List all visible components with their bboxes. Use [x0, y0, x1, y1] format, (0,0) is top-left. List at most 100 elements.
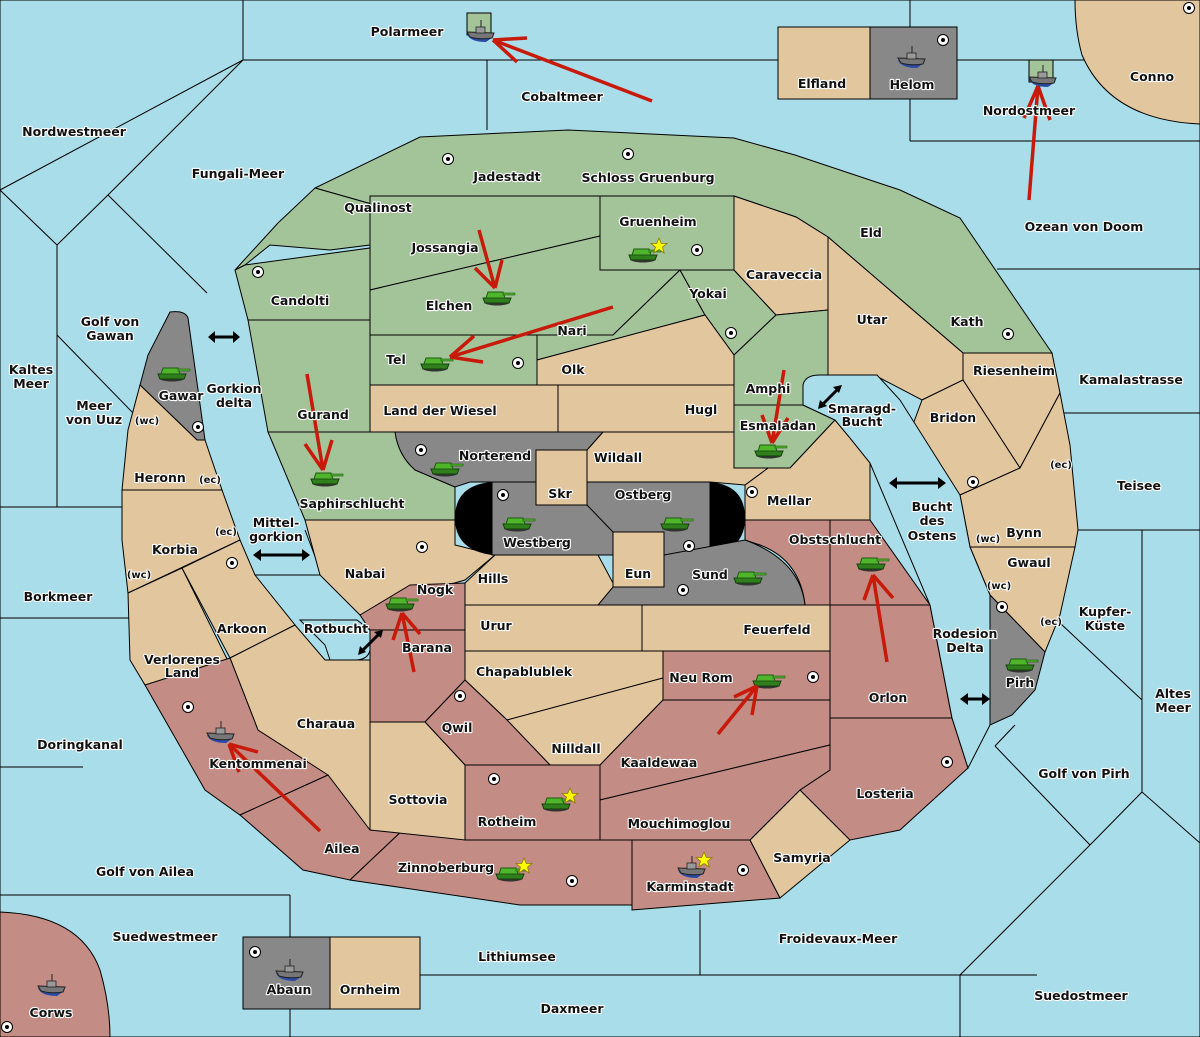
label-froidevaux-meer: Froidevaux-Meer: [779, 931, 898, 946]
label-polarmeer: Polarmeer: [371, 24, 445, 39]
label-arkoon: Arkoon: [217, 621, 267, 636]
label-qualinost: Qualinost: [344, 200, 411, 215]
label-golf-von-ailea: Golf von Ailea: [96, 864, 194, 879]
coast-label-wc: (wc): [135, 416, 159, 427]
label-teisee: Teisee: [1117, 478, 1161, 493]
label-jadestadt: Jadestadt: [472, 169, 540, 184]
label-nordostmeer: Nordostmeer: [983, 103, 1076, 118]
label-mittelgorkion-1: Mittel-: [253, 515, 300, 530]
label-hills: Hills: [478, 571, 509, 586]
label-orlon: Orlon: [869, 690, 908, 705]
label-chapablublek: Chapablublek: [476, 664, 573, 679]
label-caraveccia: Caraveccia: [746, 267, 822, 282]
label-kaltes-meer-1: Kaltes: [9, 362, 53, 377]
label-golf-von-gawan-2: Gawan: [86, 328, 134, 343]
label-gorkion-delta-1: Gorkion: [206, 381, 261, 396]
label-kentommenai: Kentommenai: [209, 756, 307, 771]
label-lithiumsee: Lithiumsee: [478, 949, 556, 964]
label-nordwestmeer: Nordwestmeer: [22, 124, 127, 139]
label-verlorenes-land-2: Land: [165, 665, 199, 680]
label-abaun: Abaun: [267, 982, 312, 997]
labels: PolarmeerCobaltmeerNordwestmeerFungali-M…: [8, 23, 1193, 1021]
territory-corws[interactable]: [0, 911, 111, 1037]
label-utar: Utar: [857, 312, 889, 327]
label-bucht-des-ostens-1: Bucht: [912, 499, 953, 514]
label-saphirschlucht: Saphirschlucht: [300, 496, 405, 511]
label-mellar: Mellar: [767, 493, 812, 508]
coast-label-ec: (ec): [215, 527, 237, 538]
label-riesenheim: Riesenheim: [973, 363, 1055, 378]
territory-kaaldewaa[interactable]: [599, 699, 831, 801]
label-land-der-wiesel: Land der Wiesel: [383, 403, 496, 418]
territory-feuerfeld[interactable]: [641, 604, 831, 652]
label-karminstadt: Karminstadt: [646, 879, 733, 894]
territory-tel[interactable]: [369, 334, 538, 386]
label-ornheim: Ornheim: [340, 982, 400, 997]
label-olk: Olk: [561, 362, 585, 377]
label-samyria: Samyria: [773, 850, 831, 865]
label-zinnoberburg: Zinnoberburg: [398, 860, 494, 875]
label-meer-von-uuz-1: Meer: [76, 398, 112, 413]
territory-arkoon[interactable]: [181, 539, 296, 659]
label-schloss-gruenburg: Schloss Gruenburg: [581, 170, 714, 185]
label-obstschlucht: Obstschlucht: [789, 532, 881, 547]
label-cobaltmeer: Cobaltmeer: [521, 89, 603, 104]
territory-gruenheim[interactable]: [599, 195, 735, 271]
territory-nabai[interactable]: [304, 519, 497, 616]
order-arrows: [227, 36, 1052, 833]
passage-arrows: [208, 331, 990, 705]
label-suedostmeer: Suedostmeer: [1034, 988, 1128, 1003]
label-golf-von-pirh: Golf von Pirh: [1038, 766, 1129, 781]
territory-rotheim[interactable]: [464, 764, 601, 841]
territory-ornheim[interactable]: [329, 936, 421, 1010]
territory-conno[interactable]: [1074, 0, 1200, 125]
label-mouchimoglou: Mouchimoglou: [628, 816, 731, 831]
sea-bucht-des-ostens[interactable]: [802, 374, 991, 770]
units: [37, 12, 1057, 997]
label-kath: Kath: [951, 314, 984, 329]
label-altes-meer-1: Altes: [1155, 686, 1191, 701]
label-helom: Helom: [890, 77, 935, 92]
label-westberg: Westberg: [503, 535, 571, 550]
coast-label-wc: (wc): [976, 534, 1000, 545]
coast-label-ec: (ec): [1050, 460, 1072, 471]
label-rotheim: Rotheim: [478, 814, 537, 829]
label-bridon: Bridon: [930, 410, 976, 425]
territory-skr[interactable]: [535, 449, 588, 506]
label-kupfer-kueste-2: Küste: [1085, 618, 1125, 633]
label-gawar: Gawar: [159, 388, 205, 403]
label-heronn: Heronn: [134, 470, 186, 485]
territory-urur[interactable]: [464, 604, 643, 652]
label-norterend: Norterend: [459, 448, 531, 463]
label-ailea: Ailea: [324, 841, 359, 856]
label-nari: Nari: [557, 323, 586, 338]
label-verlorenes-land-1: Verlorenes: [144, 652, 220, 667]
label-korbia: Korbia: [152, 542, 198, 557]
territory-sund[interactable]: [596, 539, 806, 606]
label-gorkion-delta-2: delta: [216, 395, 252, 410]
label-candolti: Candolti: [271, 293, 330, 308]
label-urur: Urur: [480, 618, 512, 633]
label-nilldall: Nilldall: [551, 741, 600, 756]
territory-obstschlucht[interactable]: [744, 519, 831, 606]
label-smaragd-bucht-2: Bucht: [842, 414, 883, 429]
label-skr: Skr: [548, 486, 572, 501]
coast-label-wc: (wc): [987, 581, 1011, 592]
sea-rotbucht[interactable]: [298, 619, 371, 661]
label-jossangia: Jossangia: [410, 240, 478, 255]
label-kupfer-kueste-1: Kupfer-: [1079, 604, 1132, 619]
label-sottovia: Sottovia: [389, 792, 448, 807]
territory-mouchimoglou[interactable]: [599, 744, 831, 841]
territory-olk[interactable]: [536, 314, 735, 386]
label-hugl: Hugl: [685, 402, 718, 417]
label-barana: Barana: [402, 640, 452, 655]
label-gruenheim: Gruenheim: [619, 214, 696, 229]
territory-elfland[interactable]: [777, 26, 871, 100]
label-rotbucht: Rotbucht: [304, 621, 368, 636]
label-golf-von-gawan-1: Golf von: [81, 314, 140, 329]
pole-east: [710, 482, 745, 555]
label-esmaladan: Esmaladan: [740, 418, 816, 433]
territory-eun[interactable]: [612, 531, 665, 588]
label-daxmeer: Daxmeer: [540, 1001, 604, 1016]
